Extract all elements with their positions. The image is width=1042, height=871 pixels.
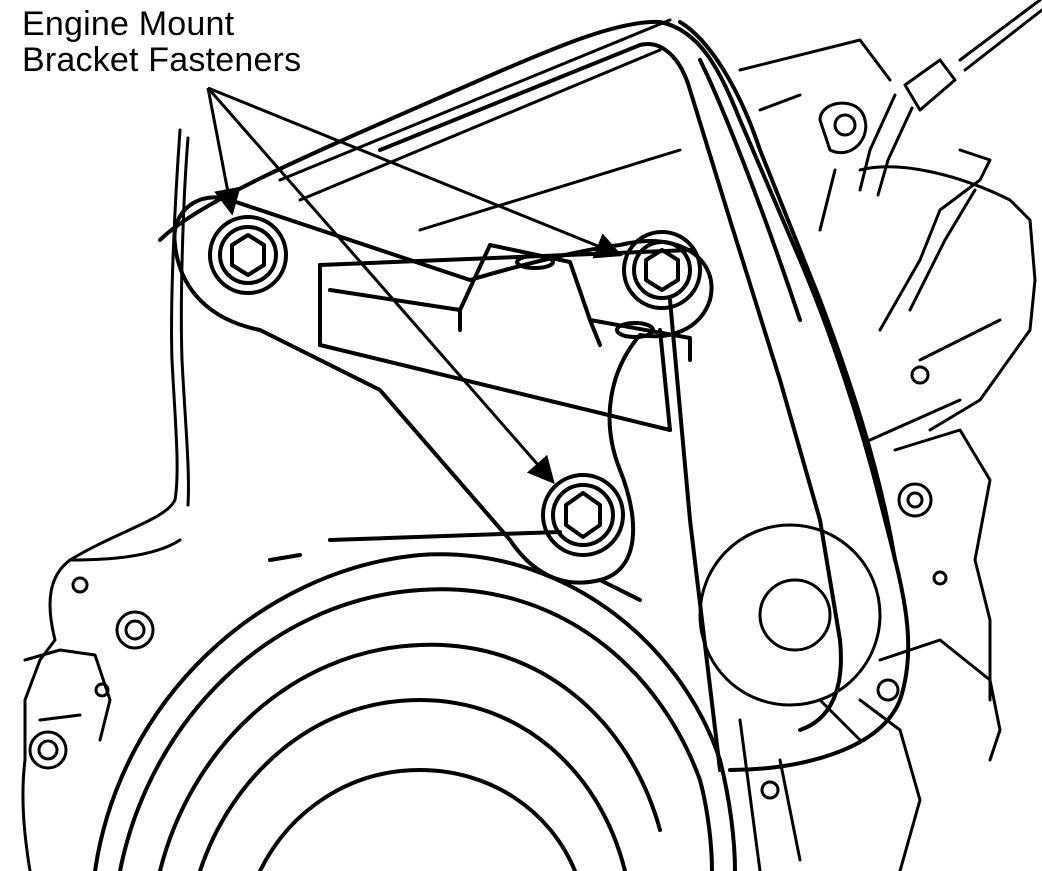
arrow-to-upper-right-fastener: [207, 86, 623, 259]
engine-mount-bracket: [172, 195, 714, 585]
idler-pulley: [698, 523, 882, 707]
block-bolt-left: [115, 610, 155, 650]
crankshaft-pulley: [93, 530, 737, 871]
callout-label: Engine Mount Bracket Fasteners: [22, 6, 301, 78]
arrow-to-lower-fastener: [206, 87, 555, 485]
callout-arrows: [206, 86, 623, 485]
upper-left-fastener: [208, 215, 288, 295]
upper-right-fastener: [622, 230, 702, 310]
lower-fastener: [541, 473, 625, 557]
block-bolt-lower-left: [28, 730, 68, 770]
arrow-to-upper-left-fastener: [206, 87, 241, 216]
callout-line-1: Engine Mount: [22, 5, 235, 43]
hose-fitting: [818, 0, 1042, 332]
timing-belt-cover: [158, 19, 911, 772]
engine-block-outline: [21, 18, 1037, 871]
callout-line-2: Bracket Fasteners: [22, 41, 302, 79]
block-bolt-right: [71, 365, 948, 800]
